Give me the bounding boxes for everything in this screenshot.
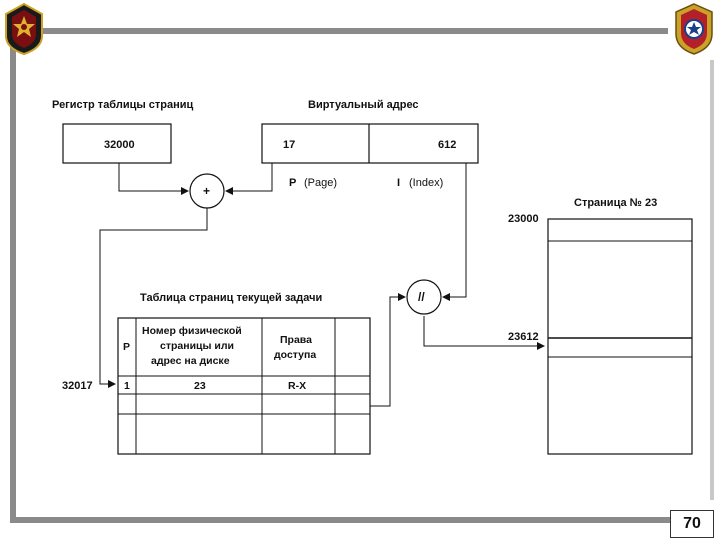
register-title: Регистр таблицы страниц bbox=[52, 99, 194, 111]
slide-frame-right bbox=[710, 60, 714, 500]
page-value: 17 bbox=[283, 139, 295, 151]
register-value: 32000 bbox=[104, 139, 135, 151]
register-box bbox=[62, 123, 172, 164]
academy-emblem-icon bbox=[672, 2, 716, 56]
page-table bbox=[117, 317, 371, 455]
memory-page-box bbox=[547, 218, 693, 455]
adder-symbol: + bbox=[203, 184, 210, 198]
virtual-address-box bbox=[261, 123, 479, 164]
concat-symbol: // bbox=[418, 290, 425, 304]
memory-page-title: Страница № 23 bbox=[574, 197, 657, 209]
slide-frame-bottom bbox=[10, 517, 670, 523]
col-rights-header-1: Права bbox=[280, 334, 312, 346]
index-value: 612 bbox=[438, 139, 456, 151]
table-row-rights: R-X bbox=[288, 380, 306, 392]
col-rights-header-2: доступа bbox=[274, 349, 316, 361]
col-frame-header-3: адрес на диске bbox=[151, 355, 230, 367]
concat-node bbox=[406, 279, 442, 315]
col-frame-header-1: Номер физической bbox=[142, 325, 242, 337]
index-label: I bbox=[397, 177, 400, 189]
table-row-frame: 23 bbox=[194, 380, 206, 392]
index-desc: (Index) bbox=[409, 177, 443, 189]
page-number: 70 bbox=[670, 510, 714, 538]
table-row-p: 1 bbox=[124, 380, 130, 392]
page-label: P bbox=[289, 177, 296, 189]
col-frame-header-2: страницы или bbox=[160, 340, 234, 352]
slide-frame-left bbox=[10, 28, 16, 523]
military-emblem-icon bbox=[2, 2, 46, 56]
virtual-address-title: Виртуальный адрес bbox=[308, 99, 419, 111]
table-row-address: 32017 bbox=[62, 380, 93, 392]
page-desc: (Page) bbox=[304, 177, 337, 189]
slide-frame-top bbox=[10, 28, 668, 34]
memory-target-address: 23612 bbox=[508, 331, 539, 343]
page-table-title: Таблица страниц текущей задачи bbox=[140, 292, 322, 304]
memory-start-address: 23000 bbox=[508, 213, 539, 225]
col-p-header: P bbox=[123, 341, 130, 353]
